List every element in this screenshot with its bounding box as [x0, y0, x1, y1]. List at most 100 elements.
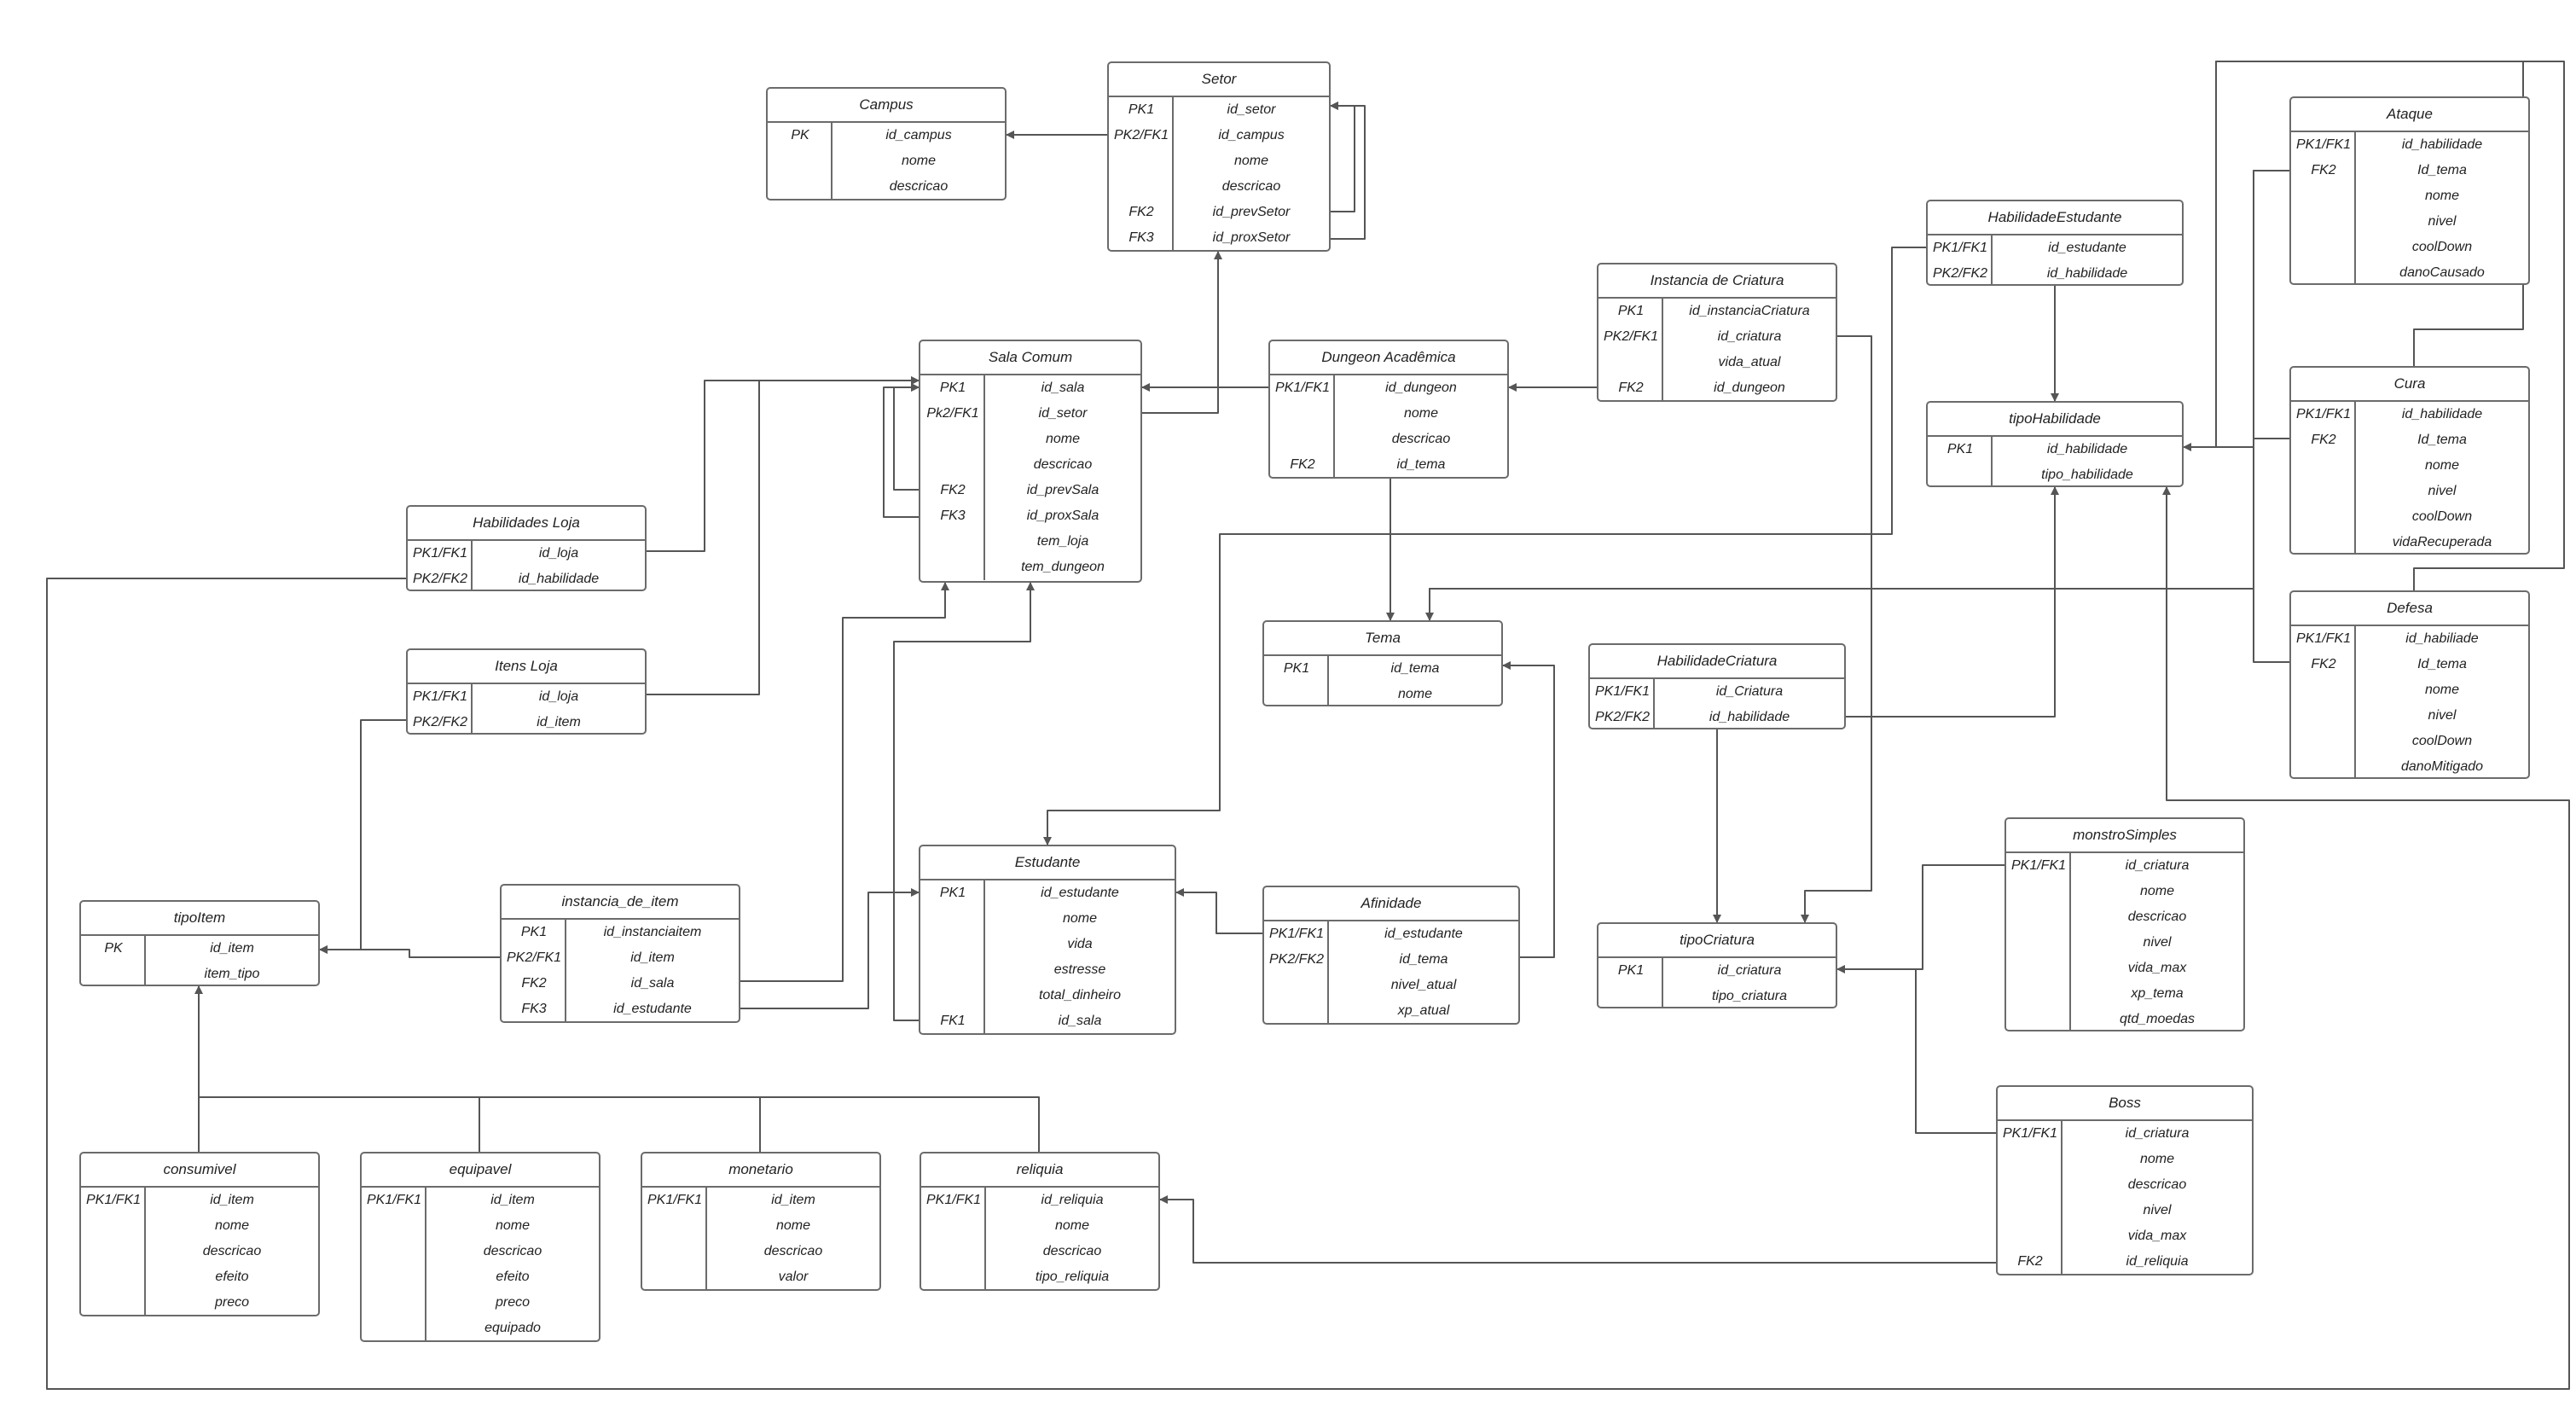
attribute-label: descricao: [2127, 1177, 2187, 1192]
key-label: FK2: [1618, 381, 1644, 395]
entity-row: tem_dungeon: [920, 555, 1140, 580]
key-column-divider: [1590, 679, 1655, 728]
entity-row: nivel_atual: [1264, 973, 1518, 998]
entity-row: coolDown: [2291, 235, 2528, 260]
entity-title: consumivel: [81, 1153, 318, 1188]
attribute-label: nome: [2139, 1152, 2175, 1166]
attribute-label: nome: [2424, 683, 2460, 697]
entity-row: valor: [642, 1264, 879, 1289]
attribute-label: nome: [1397, 687, 1433, 701]
entity-row: qtd_moedas: [2006, 1007, 2243, 1030]
attribute-label: descricao: [1391, 432, 1451, 446]
attribute-label: preco: [495, 1295, 531, 1310]
entity-row: nome: [1998, 1147, 2252, 1172]
entity-row: vida_atual: [1598, 350, 1836, 375]
key-label: PK1: [939, 886, 966, 900]
entity-row: descricao: [642, 1239, 879, 1264]
key-label: PK1/FK1: [412, 546, 468, 561]
key-label: PK1/FK1: [1268, 927, 1325, 941]
key-label: PK1/FK1: [2295, 631, 2352, 646]
key-column-divider: [920, 880, 985, 1033]
entity-title: Setor: [1109, 63, 1329, 97]
key-column-divider: [1109, 97, 1174, 250]
attribute-label: id_prevSetor: [1212, 205, 1291, 219]
attribute-label: nome: [495, 1218, 531, 1233]
attribute-label: id_tema: [1390, 661, 1440, 676]
attribute-label: vida: [1067, 937, 1093, 951]
attribute-label: estresse: [1053, 962, 1106, 977]
relationship-sala-next-self: [883, 383, 920, 518]
relationship-instancia-item-estudante: [740, 888, 920, 1009]
attribute-label: danoCausado: [2399, 265, 2485, 280]
attribute-label: id_item: [210, 1193, 254, 1207]
key-column-divider: [1598, 299, 1663, 400]
relationship-afinidade-estudante: [1175, 888, 1262, 934]
attribute-label: vida_max: [2127, 1229, 2187, 1243]
key-column-divider: [81, 936, 146, 985]
key-label: FK2: [2017, 1254, 2043, 1269]
entity-title: Instancia de Criatura: [1598, 264, 1836, 299]
entity-row: estresse: [920, 957, 1175, 983]
entity-row: coolDown: [2291, 729, 2528, 754]
key-label: PK1/FK1: [1932, 241, 1988, 255]
attribute-label: efeito: [496, 1270, 530, 1284]
attribute-label: descricao: [2127, 909, 2187, 924]
key-column-divider: [1998, 1121, 2063, 1274]
attribute-label: xp_tema: [2131, 986, 2184, 1001]
entity-row: nome: [1270, 401, 1507, 427]
relationship-reliquia-tipo-item: [760, 1096, 1040, 1152]
relationship-instancia-item-sala: [740, 582, 949, 982]
attribute-label: id_campus: [1218, 128, 1285, 142]
attribute-label: id_habilidade: [2401, 137, 2483, 152]
key-label: FK3: [521, 1002, 547, 1016]
attribute-label: id_item: [490, 1193, 535, 1207]
key-label: PK2/FK2: [1594, 710, 1651, 724]
entity-title: Ataque: [2291, 98, 2528, 132]
attribute-label: id_setor: [1038, 406, 1088, 421]
attribute-label: nivel: [2143, 1203, 2172, 1217]
key-label: PK1: [1617, 963, 1645, 978]
entity-row: efeito: [362, 1264, 599, 1290]
entity-row: nome: [920, 427, 1140, 452]
key-column-divider: [408, 684, 473, 733]
